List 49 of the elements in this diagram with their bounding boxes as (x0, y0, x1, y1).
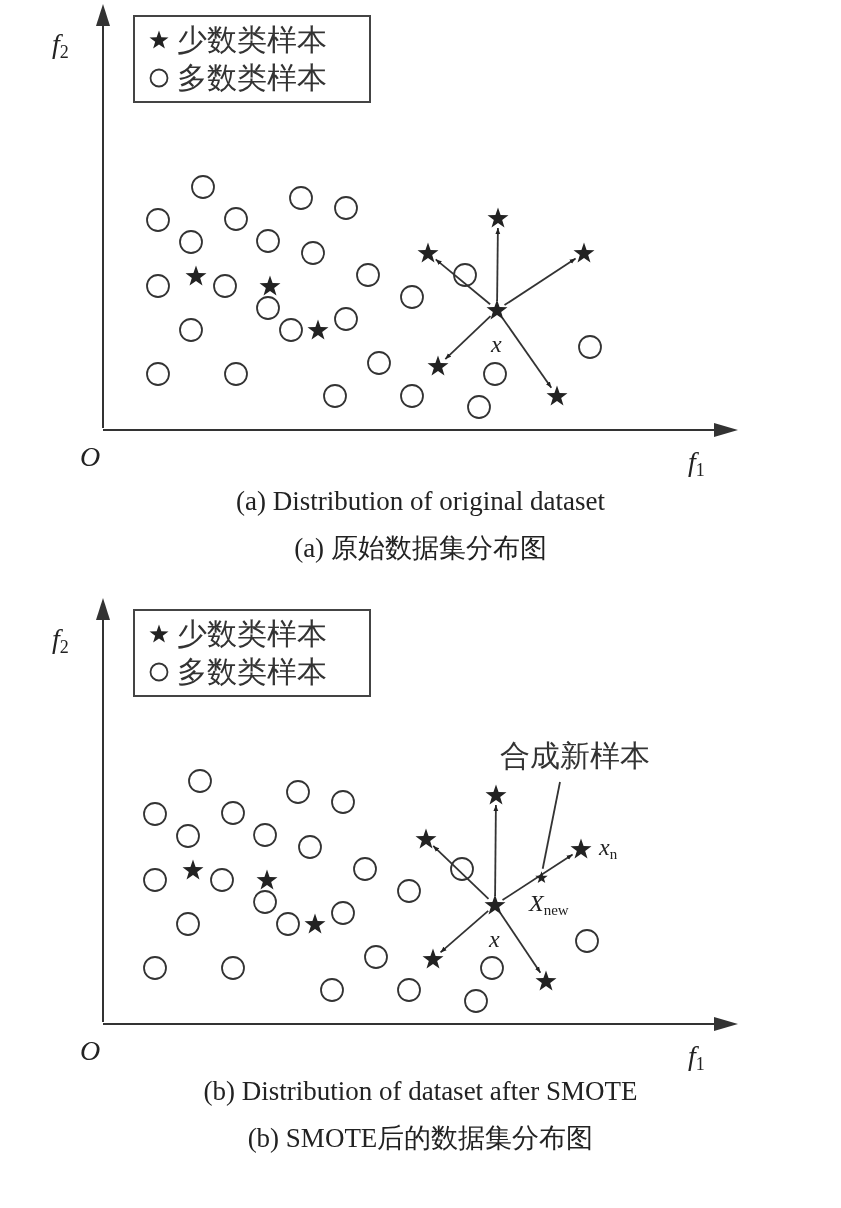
star-marker (304, 913, 326, 935)
legend-text: 少数类样本 (177, 616, 327, 652)
arrow (495, 227, 501, 302)
arrow (503, 257, 577, 306)
arrow (501, 316, 553, 389)
figure-caption: (b) Distribution of dataset after SMOTE (202, 1075, 639, 1108)
star-marker (259, 275, 281, 297)
arrow (499, 911, 542, 974)
arrow (439, 910, 490, 954)
star-marker (546, 385, 568, 407)
star-marker (570, 838, 592, 860)
figure-caption: (b) SMOTE后的数据集分布图 (246, 1122, 595, 1155)
legend-text: 少数类样本 (177, 22, 327, 58)
point-label: X$_{new}$ (529, 891, 569, 918)
axis-label: f$_{2}$ (52, 30, 69, 61)
arrow (432, 845, 490, 900)
star-marker (415, 828, 437, 850)
legend-text: 多数类样本 (177, 654, 327, 690)
axis-label: f$_{1}$ (688, 1042, 705, 1073)
star-marker (417, 242, 439, 264)
star-marker (307, 319, 329, 341)
axis-label: f$_{2}$ (52, 625, 69, 656)
axis-label: O (80, 1037, 101, 1065)
star-marker (485, 784, 507, 806)
arrow (434, 258, 491, 306)
axis-label: f$_{1}$ (688, 448, 705, 479)
point-label: x (491, 332, 502, 356)
point-label: x$_{n}$ (599, 835, 618, 862)
figure-caption: (a) 原始数据集分布图 (293, 532, 548, 565)
leader-line (541, 781, 561, 870)
star-marker (484, 894, 506, 916)
star-marker (185, 265, 207, 287)
legend-text: 多数类样本 (177, 60, 327, 96)
star-marker (486, 299, 508, 321)
arrow (444, 315, 492, 360)
arrow (501, 853, 574, 901)
figure-caption: (a) Distribution of original dataset (235, 485, 606, 518)
star-marker (534, 870, 548, 884)
star-marker (256, 869, 278, 891)
axis-label: O (80, 443, 101, 471)
star-marker (182, 859, 204, 881)
star-marker (573, 242, 595, 264)
star-marker (535, 970, 557, 992)
callout-text: 合成新样本 (500, 738, 650, 774)
star-marker (487, 207, 509, 229)
arrow (493, 804, 499, 897)
point-label: x (489, 927, 500, 951)
star-marker (427, 355, 449, 377)
star-marker (422, 948, 444, 970)
